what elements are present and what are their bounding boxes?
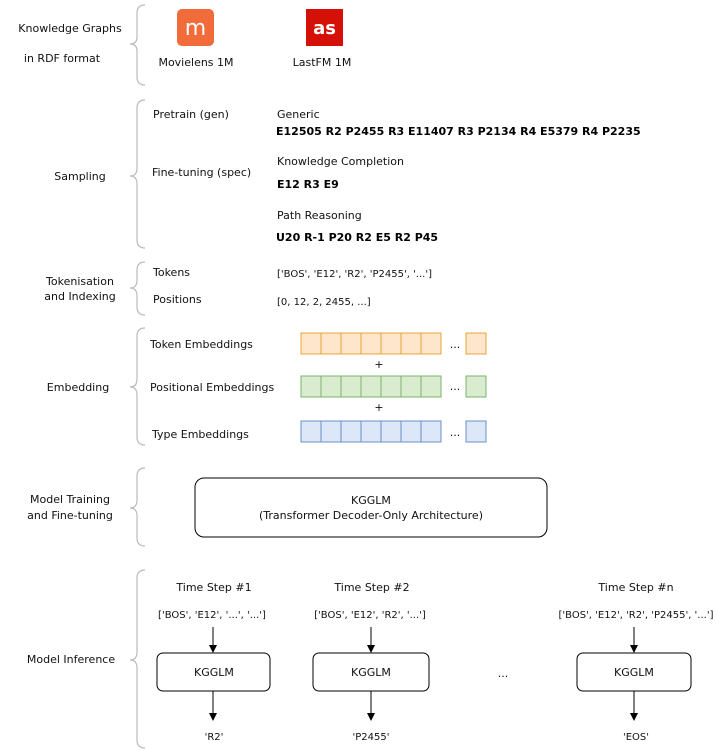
inference-section-label: Model Inference — [27, 653, 115, 666]
step2-arrow-out-head — [367, 713, 375, 721]
stepn-input: ['BOS', 'E12', 'R2', 'P2455', '...'] — [559, 610, 714, 621]
kg-brace — [129, 4, 146, 86]
stepn-model-name: KGGLM — [614, 666, 654, 679]
token-embeddings-label: Token Embeddings — [149, 338, 253, 351]
positions-label: Positions — [153, 293, 202, 306]
type-embedding-cell — [420, 420, 442, 443]
kg-section-label-line2: in RDF format — [24, 52, 101, 65]
plus-sign-2: + — [374, 401, 383, 414]
step1-input: ['BOS', 'E12', '...', '...'] — [158, 610, 266, 621]
embedding-brace — [129, 327, 146, 446]
path-reasoning-path: U20 R-1 P20 R2 E5 R2 P45 — [276, 231, 438, 244]
type-embedding-cell — [380, 420, 402, 443]
tokens-label: Tokens — [152, 266, 190, 279]
lastfm-icon: as — [306, 9, 343, 46]
training-label-line2: and Fine-tuning — [27, 509, 113, 522]
path-reasoning-title: Path Reasoning — [277, 209, 362, 222]
type-embedding-cell — [360, 420, 382, 443]
step2-arrow-in-head — [367, 645, 375, 653]
step2-output: 'P2455' — [353, 732, 390, 743]
token-embedding-cell — [380, 332, 402, 355]
movielens-label: Movielens 1M — [158, 56, 233, 69]
generic-title: Generic — [277, 108, 320, 121]
token-embedding-cell — [465, 332, 487, 355]
type-embedding-cell — [400, 420, 422, 443]
type-embedding-cell — [340, 420, 362, 443]
generic-path: E12505 R2 P2455 R3 E11407 R3 P2134 R4 E5… — [276, 125, 641, 138]
sampling-section-label: Sampling — [54, 170, 106, 183]
embedding-section-label: Embedding — [47, 381, 109, 394]
stepn-output: 'EOS' — [623, 732, 649, 743]
stepn-title: Time Step #n — [597, 581, 673, 594]
positional-embeddings-ellipsis: ... — [450, 380, 461, 393]
step1-model-name: KGGLM — [194, 666, 234, 679]
token-embedding-cell — [340, 332, 362, 355]
movielens-icon: m — [177, 9, 214, 46]
tokenisation-brace — [129, 261, 146, 316]
step1-arrow-out-head — [209, 713, 217, 721]
tokenisation-label-line1: Tokenisation — [45, 275, 114, 288]
step1-arrow-in-head — [209, 645, 217, 653]
step2-title: Time Step #2 — [333, 581, 409, 594]
knowledge-completion-path: E12 R3 E9 — [277, 178, 339, 191]
tokenisation-label-line2: and Indexing — [44, 290, 115, 303]
type-embeddings-label: Type Embeddings — [151, 428, 249, 441]
stepn-arrow-out-head — [630, 713, 638, 721]
tokens-value: ['BOS', 'E12', 'R2', 'P2455', '...'] — [277, 269, 432, 280]
sampling-brace — [129, 99, 146, 249]
positional-embedding-cells — [300, 375, 487, 398]
token-embedding-cell — [420, 332, 442, 355]
type-embedding-cell — [320, 420, 342, 443]
type-embeddings-ellipsis: ... — [450, 426, 461, 439]
knowledge-completion-title: Knowledge Completion — [277, 155, 404, 168]
finetune-label: Fine-tuning (spec) — [152, 166, 251, 179]
token-embedding-cells — [300, 332, 487, 355]
positions-value: [0, 12, 2, 2455, ...] — [277, 297, 371, 308]
lastfm-label: LastFM 1M — [293, 56, 352, 69]
training-brace — [129, 467, 146, 547]
token-embedding-cell — [320, 332, 342, 355]
positional-embedding-cell — [340, 375, 362, 398]
inference-brace — [129, 569, 146, 749]
kgglm-training-box — [194, 477, 548, 538]
token-embedding-cell — [300, 332, 322, 355]
positional-embedding-cell — [320, 375, 342, 398]
step2-model-name: KGGLM — [351, 666, 391, 679]
stepn-arrow-in-head — [630, 645, 638, 653]
positional-embedding-cell — [465, 375, 487, 398]
pretrain-label: Pretrain (gen) — [153, 108, 229, 121]
positional-embedding-cell — [420, 375, 442, 398]
type-embedding-cell — [300, 420, 322, 443]
step2-input: ['BOS', 'E12', 'R2', '...'] — [314, 610, 426, 621]
positional-embedding-cell — [400, 375, 422, 398]
positional-embedding-cell — [360, 375, 382, 398]
training-model-name: KGGLM — [351, 494, 391, 507]
token-embeddings-ellipsis: ... — [450, 338, 461, 351]
positional-embedding-cell — [300, 375, 322, 398]
token-embedding-cell — [360, 332, 382, 355]
step1-output: 'R2' — [205, 732, 224, 743]
training-label-line1: Model Training — [30, 493, 110, 506]
type-embedding-cell — [465, 420, 487, 443]
token-embedding-cell — [400, 332, 422, 355]
training-model-desc: (Transformer Decoder-Only Architecture) — [259, 509, 483, 522]
steps-ellipsis: ... — [498, 667, 509, 680]
kg-section-label-line1: Knowledge Graphs — [18, 22, 122, 35]
positional-embeddings-label: Positional Embeddings — [150, 381, 275, 394]
step1-title: Time Step #1 — [175, 581, 251, 594]
movielens-icon-glyph: m — [185, 16, 206, 41]
lastfm-icon-glyph: as — [313, 18, 336, 39]
plus-sign-1: + — [374, 358, 383, 371]
type-embedding-cells — [300, 420, 487, 443]
positional-embedding-cell — [380, 375, 402, 398]
